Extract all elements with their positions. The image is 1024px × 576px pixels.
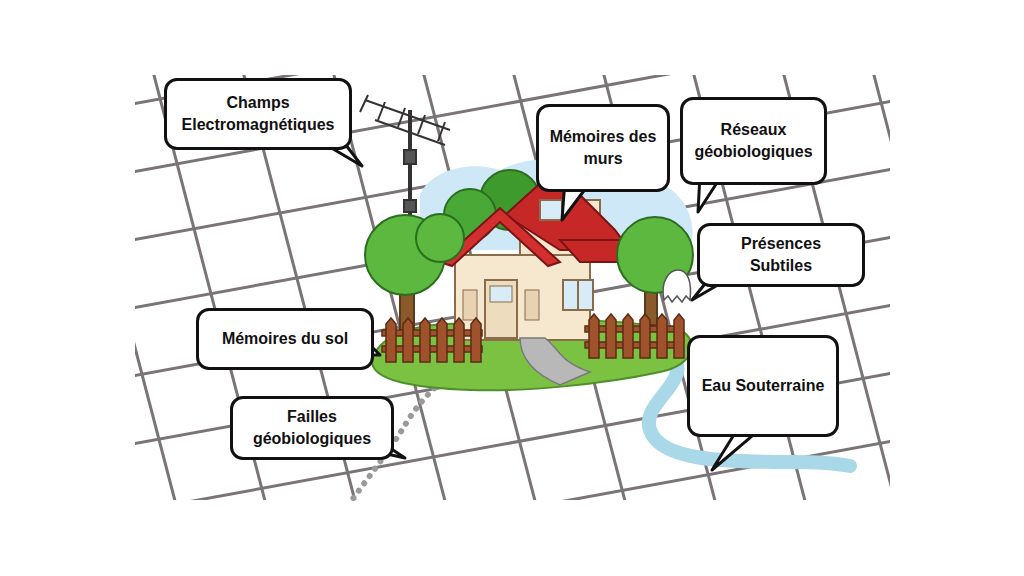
fence-picket: [420, 318, 430, 362]
speech-bubble: Failles géobiologiques: [230, 396, 394, 460]
bubble-label: Mémoires du sol: [222, 328, 348, 350]
geobiology-grid: [135, 75, 890, 500]
fence-picket: [623, 314, 633, 358]
speech-bubble: Mémoires du sol: [196, 308, 374, 370]
bubble-label: Mémoires des murs: [549, 126, 657, 169]
fence-picket: [606, 314, 616, 358]
speech-bubble: Eau Souterraine: [687, 335, 839, 437]
bubble-label: Failles géobiologiques: [243, 406, 381, 449]
speech-bubble: Présences Subtiles: [697, 223, 865, 287]
fence-picket: [640, 314, 650, 358]
bubble-label: Champs Electromagnétiques: [177, 92, 339, 135]
fence-picket: [471, 318, 481, 362]
grid-line: [870, 75, 890, 500]
bubble-label: Eau Souterraine: [702, 375, 825, 397]
speech-bubble: Mémoires des murs: [536, 104, 670, 192]
fence-picket: [674, 314, 684, 358]
fence-picket: [589, 314, 599, 358]
fence-picket: [386, 318, 396, 362]
fence-picket: [437, 318, 447, 362]
ghost: [663, 270, 690, 302]
bubble-label: Réseaux géobiologiques: [693, 119, 814, 162]
fence-picket: [657, 314, 667, 358]
bubble-label: Présences Subtiles: [710, 233, 852, 276]
speech-bubble: Réseaux géobiologiques: [680, 97, 827, 185]
tree: [365, 214, 464, 335]
fence-picket: [403, 318, 413, 362]
tree: [617, 217, 693, 325]
speech-bubble: Champs Electromagnétiques: [164, 78, 352, 150]
stone-path: [520, 338, 590, 385]
fence-picket: [454, 318, 464, 362]
